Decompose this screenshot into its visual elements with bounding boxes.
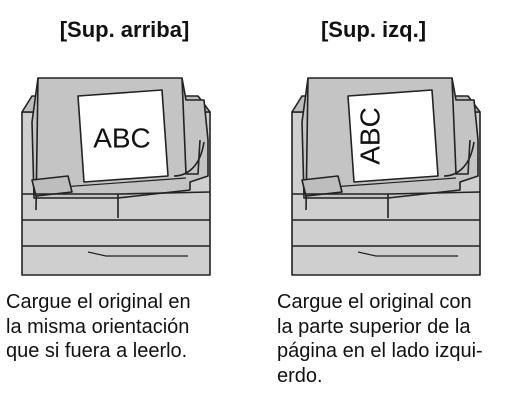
panel-title: [Sup. izq.] xyxy=(320,17,427,42)
scanner-icon: ABC xyxy=(291,77,481,276)
sheet-label: ABC xyxy=(93,122,151,153)
orientation-panel-left: [Sup. izq.] ABC Cargue el original con xyxy=(262,0,523,399)
scanner-illustration: ABC xyxy=(18,70,218,276)
orientation-panel-top: [Sup. arriba] xyxy=(0,0,261,399)
sheet-label: ABC xyxy=(354,107,385,165)
panel-caption: Cargue el original con la parte superior… xyxy=(277,291,483,387)
scanner-illustration: ABC xyxy=(288,70,488,276)
panel-title: [Sup. arriba] xyxy=(59,17,190,42)
scanner-icon: ABC xyxy=(21,77,211,276)
panel-caption: Cargue el original en la misma orientaci… xyxy=(6,291,191,362)
